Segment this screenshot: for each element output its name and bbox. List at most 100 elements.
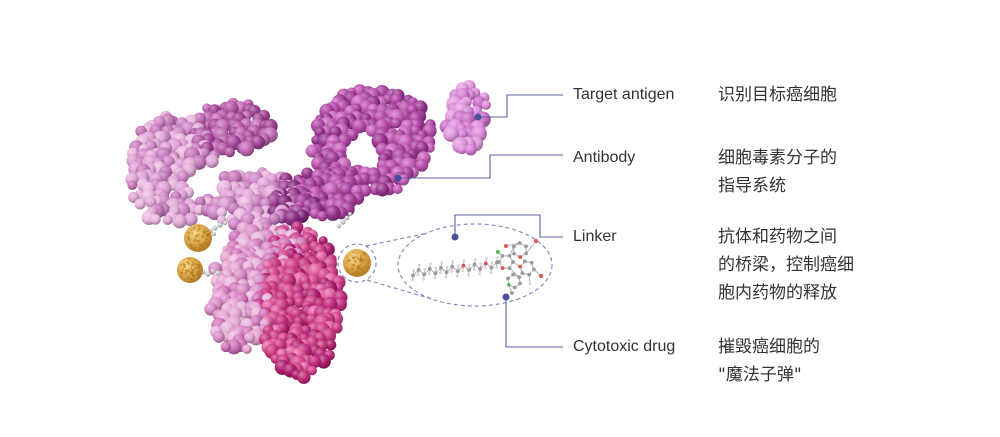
drug-speck (198, 271, 202, 275)
drug-speck (187, 275, 190, 278)
protein-bead (127, 180, 138, 190)
drug-speck (193, 239, 196, 242)
drug-speck (206, 243, 209, 246)
drug-speck (193, 246, 197, 250)
drug-speck (345, 261, 348, 264)
drug-speck (203, 229, 205, 232)
molecule-atom (483, 261, 488, 266)
drug-speck (197, 239, 200, 243)
drug-speck (352, 257, 355, 259)
molecule-atom (496, 250, 500, 254)
desc-line: 细胞毒素分子的 (718, 148, 837, 168)
protein-bead (134, 198, 146, 210)
desc-line: 识别目标癌细胞 (718, 85, 837, 105)
drug-speck (362, 269, 365, 273)
molecule-atom (524, 244, 528, 249)
molecule-atom (490, 261, 494, 265)
drug-speck (359, 267, 363, 271)
drug-speck (201, 234, 204, 238)
callout-line-bottom (366, 279, 433, 300)
protein-bead (150, 214, 161, 225)
molecule-atom (472, 268, 476, 271)
molecule-atom (512, 251, 516, 256)
protein-bead (172, 214, 187, 229)
molecule-atom (472, 262, 477, 267)
drug-speck (187, 269, 190, 273)
drug-speck (352, 251, 355, 254)
drug-speck (192, 226, 196, 230)
drug-speck (191, 232, 194, 235)
drug-speck (207, 235, 209, 237)
drug-speck (363, 265, 367, 269)
drug-speck (182, 268, 185, 271)
molecule-atom (478, 272, 481, 276)
drug-speck (203, 241, 207, 245)
drug-speck (186, 261, 189, 264)
drug-speck (352, 271, 355, 274)
molecule-atom (427, 272, 431, 276)
molecule-atom (440, 261, 443, 265)
drug-speck (198, 269, 201, 272)
molecule-atom (455, 269, 460, 273)
drug-speck (196, 270, 200, 274)
linker-bead (222, 220, 228, 226)
protein-bead (331, 322, 343, 334)
desc-cytotoxic-drug: 摧毁癌细胞的 "魔法子弹" (718, 333, 820, 389)
drug-speck (196, 229, 199, 232)
drug-speck (187, 257, 191, 261)
label-linker: Linker (573, 228, 617, 245)
drug-speck (190, 277, 193, 281)
drug-speck (195, 264, 197, 266)
molecule-atom (506, 276, 510, 281)
drug-speck (195, 239, 198, 242)
drug-speck (356, 270, 360, 274)
drug-speck (184, 278, 187, 281)
molecule-atom (496, 255, 499, 259)
protein-bead (392, 184, 403, 195)
molecule-atom (504, 244, 508, 248)
linker-bead (212, 232, 216, 236)
molecule-atom (450, 270, 453, 273)
molecule-atom (439, 265, 443, 270)
molecule-atom (518, 281, 522, 286)
drug-speck (348, 260, 350, 262)
protein-bead (390, 117, 402, 129)
molecule-atom (455, 274, 459, 278)
protein-bead (162, 214, 173, 226)
molecule-atom (511, 260, 515, 264)
molecule-bond (525, 240, 537, 254)
molecule-atom (539, 274, 543, 278)
drug-speck (346, 269, 350, 272)
molecule-atom (517, 241, 522, 245)
molecule-atom (467, 273, 470, 277)
drug-speck (201, 243, 204, 246)
protein-bead (212, 330, 225, 343)
molecule-bond (505, 242, 520, 247)
drug-speck (193, 238, 196, 241)
protein-bead (194, 196, 206, 208)
drug-speck (186, 237, 189, 240)
molecule-atom (412, 269, 415, 272)
molecule-atom (450, 264, 455, 269)
drug-speck (356, 267, 360, 271)
protein-bead (456, 143, 468, 155)
molecule-atom (468, 263, 471, 267)
drug-speck (355, 252, 358, 255)
molecule-atom (489, 271, 493, 275)
protein-bead (317, 210, 328, 222)
molecule-atom (434, 266, 438, 270)
label-antibody: Antibody (573, 149, 636, 166)
desc-linker: 抗体和药物之间 的桥梁，控制癌细 胞内药物的释放 (718, 223, 854, 307)
molecule-atom (485, 257, 488, 260)
protein-bead (325, 205, 341, 221)
drug-speck (193, 259, 196, 262)
molecule-bond (509, 267, 520, 278)
protein-bead (226, 339, 242, 355)
drug-speck (353, 272, 358, 276)
protein-bead (244, 332, 256, 344)
drug-speck (197, 233, 200, 236)
linker-bead (217, 222, 223, 228)
molecule-atom (422, 278, 425, 281)
protein-bead (242, 344, 252, 354)
